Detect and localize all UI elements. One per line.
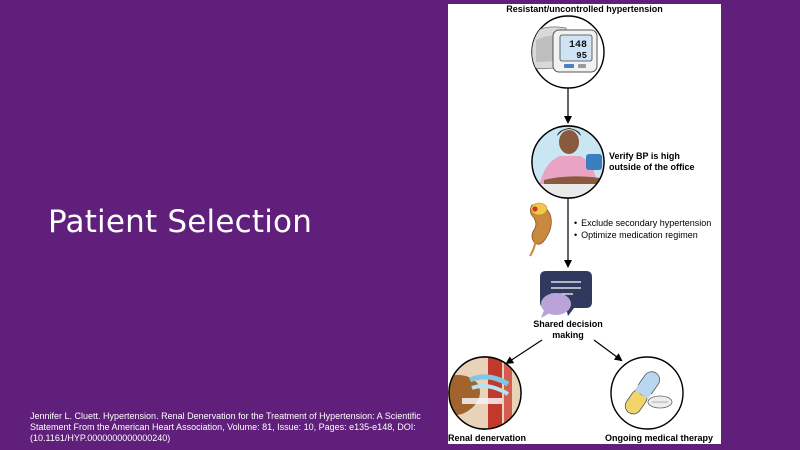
step-resistant-hypertension-label: Resistant/uncontrolled hypertension [506, 4, 663, 14]
step-verify-bp-line2: outside of the office [609, 162, 695, 172]
kidney-icon [529, 202, 552, 257]
figure-panel: 148 95 [448, 4, 721, 444]
flowchart-graphics: 148 95 [448, 15, 684, 430]
medication-pills-icon [610, 356, 684, 430]
renal-denervation-icon [448, 356, 522, 430]
step-shared-decision-line1: Shared decision [533, 319, 603, 329]
shared-decision-icon [540, 271, 592, 318]
arrow-to-renal-denervation [505, 339, 543, 365]
bullet-exclude-secondary: Exclude secondary hypertension [574, 217, 711, 229]
bp-systolic-readout: 148 [569, 40, 587, 51]
arrow-to-medical-therapy [593, 339, 623, 362]
step-shared-decision-label: Shared decision making [508, 319, 628, 341]
citation-text: Jennifer L. Cluett. Hypertension. Renal … [30, 411, 421, 443]
step-verify-bp-line1: Verify BP is high [609, 151, 680, 161]
outcome-renal-denervation-label: Renal denervation [448, 433, 527, 443]
step-shared-decision-line2: making [552, 330, 584, 340]
bp-diastolic-readout: 95 [576, 51, 587, 61]
slide-title: Patient Selection [48, 204, 313, 240]
step-verify-bp-label: Verify BP is high outside of the office [609, 151, 695, 173]
workup-bullet-list: Exclude secondary hypertension Optimize … [574, 217, 711, 241]
bp-monitor-icon: 148 95 [531, 15, 605, 89]
patient-cuff-icon [531, 125, 605, 199]
bullet-optimize-medication: Optimize medication regimen [574, 229, 711, 241]
outcome-medical-therapy-label: Ongoing medical therapy [604, 433, 714, 443]
